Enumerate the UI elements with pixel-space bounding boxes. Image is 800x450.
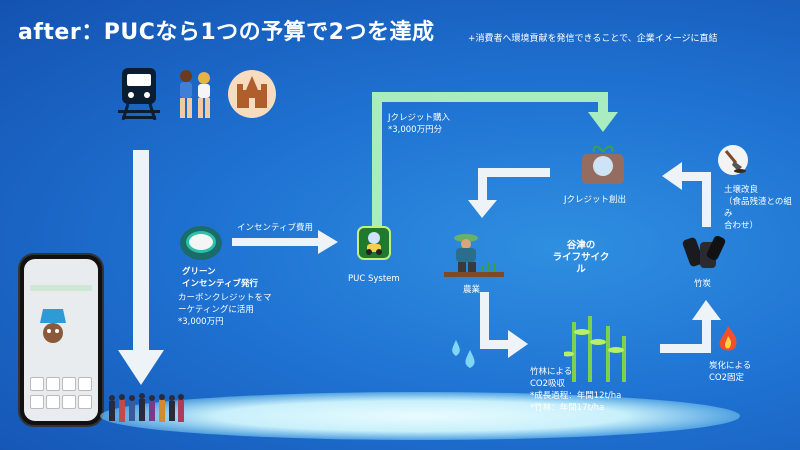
down-arrow-main	[118, 150, 164, 385]
incentive-arrow	[232, 230, 338, 254]
j-credit-purchase-label: Jクレジット購入 *3,000万円分	[388, 113, 451, 135]
agri-to-bamboo-arrow	[480, 292, 528, 358]
coin-icon	[180, 226, 222, 260]
green-incentive-title: グリーン インセンティブ発行	[182, 267, 258, 289]
water-drops-icon	[448, 338, 482, 374]
castle-icon	[228, 70, 276, 118]
agriculture-label: 農業	[463, 285, 481, 295]
smartphone	[20, 255, 102, 425]
fire-icon	[716, 324, 740, 354]
runners-icon	[172, 68, 216, 122]
bamboo-absorption-label: 竹林による CO2吸収 *成長過程：年間12t/ha *竹林：年間17t/ha	[530, 367, 622, 413]
soil-globe-icon	[578, 140, 628, 188]
credit-to-agri-arrow	[468, 168, 550, 218]
bamboo-to-charcoal-arrow	[660, 300, 721, 353]
puc-system-label: PUC System	[348, 274, 400, 284]
crowd-illustration	[106, 392, 186, 428]
carbonization-label: 炭化による CO2固定	[709, 361, 752, 383]
charcoal-icon	[682, 232, 728, 272]
incentive-cost-label: インセンティブ費用	[237, 223, 313, 233]
ground-glow	[100, 392, 740, 440]
page-title: after：PUCなら1つの予算で2つを達成	[18, 20, 435, 45]
j-credit-creation-label: Jクレジット創出	[564, 195, 627, 205]
train-icon	[118, 68, 160, 121]
phone-screen	[24, 259, 98, 421]
purchase-arrow	[372, 92, 618, 228]
green-incentive-desc: カーボンクレジットをマ ーケティングに活用 *3,000万円	[178, 293, 272, 327]
charcoal-label: 竹炭	[694, 279, 712, 289]
soil-improvement-label: 土壌改良 （食品残渣との組み 合わせ）	[724, 185, 792, 231]
charcoal-to-soil-arrow	[662, 162, 711, 227]
shovel-icon	[718, 145, 748, 175]
lifecycle-label: 谷津の ライフサイクル	[552, 240, 610, 275]
progress-bar	[30, 285, 92, 291]
puc-app-icon	[357, 226, 391, 260]
farmer-icon	[444, 232, 504, 278]
mascot-image	[38, 307, 68, 347]
bamboo-icon	[562, 316, 634, 382]
page-subtitle: +消費者へ環境貢献を発信できることで、企業イメージに直結	[468, 34, 718, 44]
